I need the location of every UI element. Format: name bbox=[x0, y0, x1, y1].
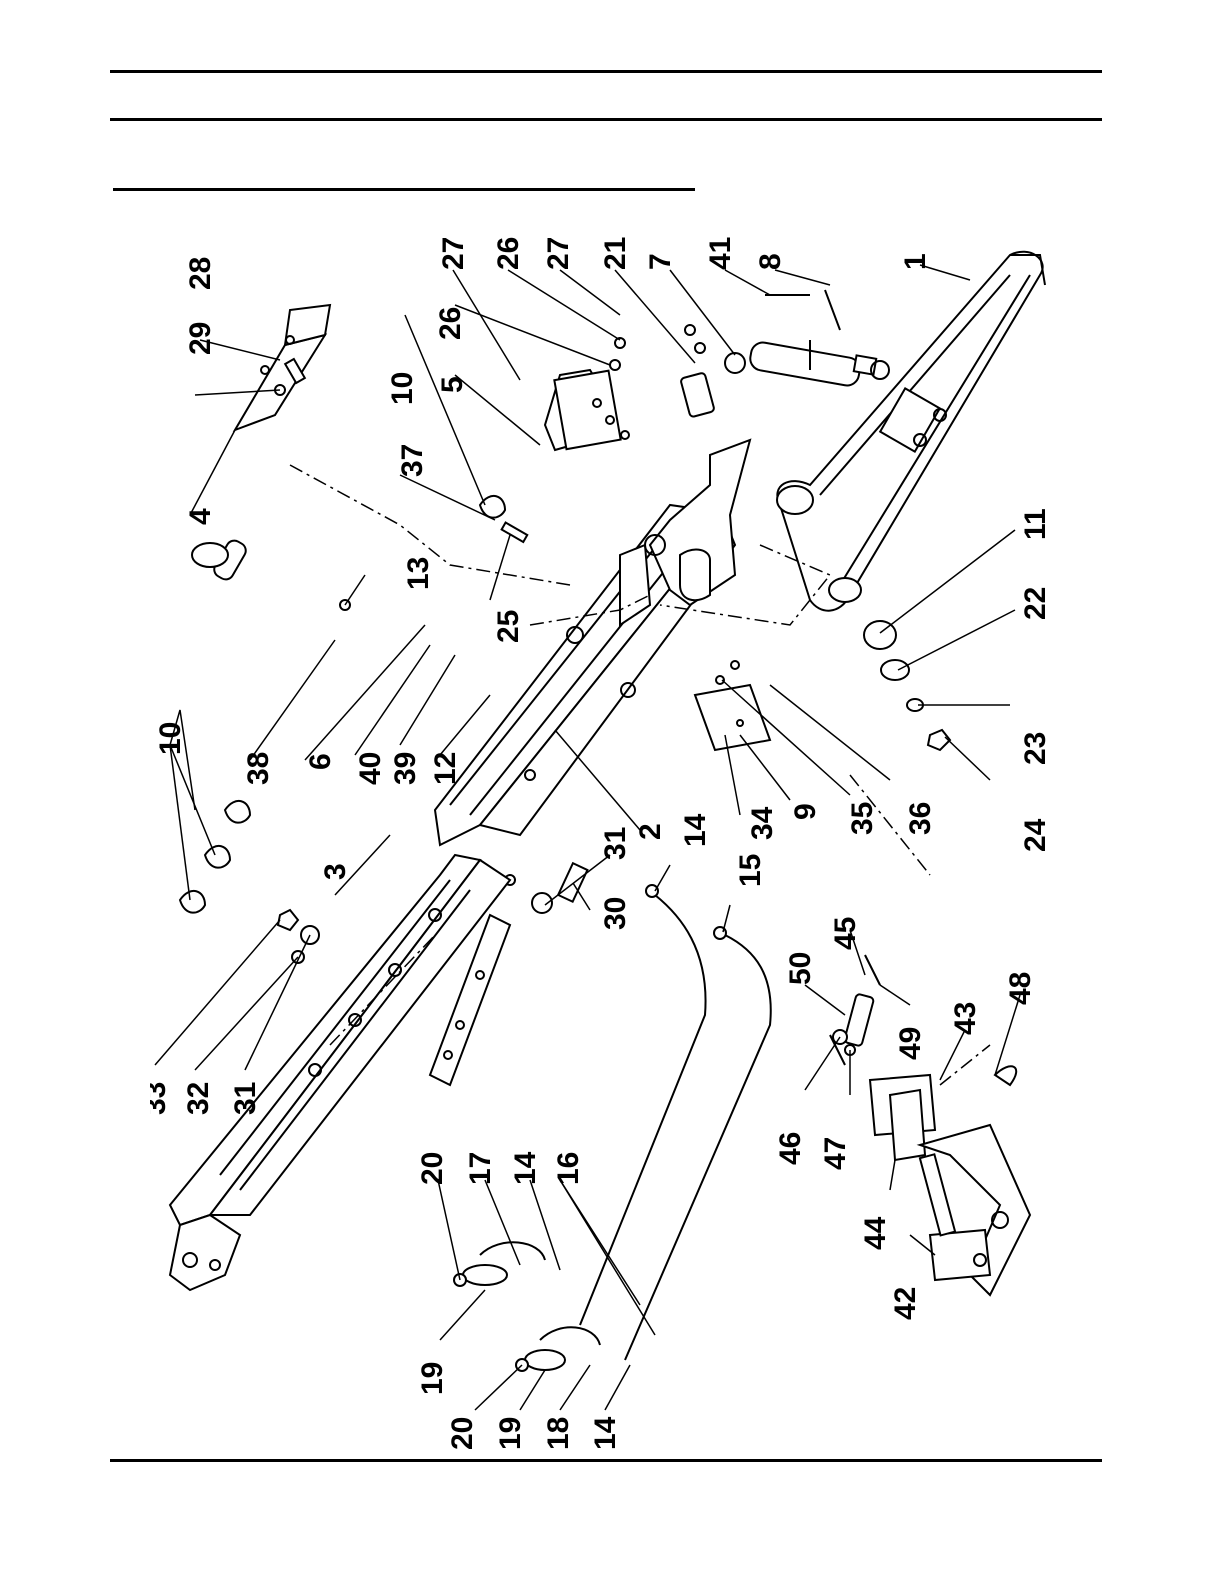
callout-10: 10 bbox=[154, 722, 187, 755]
callout-18: 18 bbox=[542, 1417, 575, 1450]
callout-9: 9 bbox=[789, 803, 822, 820]
callout-25: 25 bbox=[492, 610, 525, 643]
section-title-rule bbox=[113, 188, 695, 191]
callout-30: 30 bbox=[599, 897, 632, 930]
callout-47: 47 bbox=[819, 1137, 852, 1170]
callout-27: 27 bbox=[437, 237, 470, 270]
callout-31: 31 bbox=[229, 1082, 262, 1115]
callout-15: 15 bbox=[734, 854, 767, 887]
frame-bracket-part bbox=[870, 1075, 1030, 1295]
callout-11: 11 bbox=[1019, 508, 1052, 540]
callout-42: 42 bbox=[889, 1287, 922, 1320]
callout-26: 26 bbox=[492, 237, 525, 270]
callout-3: 3 bbox=[319, 863, 352, 880]
callout-20: 20 bbox=[416, 1152, 449, 1185]
callout-10: 10 bbox=[386, 372, 419, 405]
callout-35: 35 bbox=[846, 802, 879, 835]
callout-21: 21 bbox=[599, 237, 632, 270]
callout-24: 24 bbox=[1019, 818, 1052, 852]
pivot-hardware bbox=[864, 621, 950, 750]
callout-43: 43 bbox=[949, 1002, 982, 1035]
callout-12: 12 bbox=[429, 752, 462, 785]
callout-6: 6 bbox=[304, 753, 337, 770]
callout-38: 38 bbox=[242, 752, 275, 785]
callout-13: 13 bbox=[402, 557, 435, 590]
callout-44: 44 bbox=[859, 1216, 892, 1250]
callout-36: 36 bbox=[904, 802, 937, 835]
callout-33: 33 bbox=[150, 1082, 172, 1115]
callout-5: 5 bbox=[436, 376, 469, 393]
callout-37: 37 bbox=[396, 444, 429, 477]
callout-2: 2 bbox=[634, 823, 667, 840]
callout-22: 22 bbox=[1019, 587, 1052, 620]
callout-27: 27 bbox=[542, 237, 575, 270]
callout-34: 34 bbox=[746, 806, 779, 840]
callout-46: 46 bbox=[774, 1132, 807, 1165]
callout-20: 20 bbox=[446, 1417, 479, 1450]
lift-arm-part bbox=[777, 252, 1045, 611]
exploded-parts-diagram: 27 26 27 21 7 41 8 1 28 29 26 10 5 37 4 … bbox=[150, 215, 1070, 1450]
callout-41: 41 bbox=[704, 237, 737, 270]
callout-31: 31 bbox=[599, 827, 632, 860]
callout-50: 50 bbox=[784, 952, 817, 985]
callout-19: 19 bbox=[416, 1362, 449, 1395]
hydraulic-cylinder-part bbox=[725, 340, 889, 387]
callout-29: 29 bbox=[184, 322, 217, 355]
footer-rule bbox=[110, 1459, 1102, 1462]
callout-39: 39 bbox=[389, 752, 422, 785]
callout-8: 8 bbox=[754, 253, 787, 270]
quick-couplers bbox=[454, 1242, 600, 1371]
callout-40: 40 bbox=[354, 752, 387, 785]
callout-14: 14 bbox=[679, 813, 712, 847]
sensor-plate-part bbox=[695, 685, 770, 750]
callout-14: 14 bbox=[509, 1151, 542, 1185]
misc-pins bbox=[830, 955, 1016, 1085]
callout-26: 26 bbox=[434, 307, 467, 340]
callout-48: 48 bbox=[1004, 972, 1037, 1005]
callout-14: 14 bbox=[589, 1416, 622, 1450]
callout-16: 16 bbox=[552, 1152, 585, 1185]
callout-4: 4 bbox=[184, 508, 217, 525]
callout-32: 32 bbox=[182, 1082, 215, 1115]
callout-45: 45 bbox=[829, 917, 862, 950]
callout-49: 49 bbox=[894, 1027, 927, 1060]
callout-1: 1 bbox=[899, 253, 932, 270]
callout-28: 28 bbox=[184, 257, 217, 290]
callout-7: 7 bbox=[644, 253, 677, 270]
header-rule-bottom bbox=[110, 118, 1102, 121]
callout-17: 17 bbox=[464, 1152, 497, 1185]
hydraulic-hoses bbox=[580, 885, 771, 1360]
push-beam-part bbox=[170, 855, 510, 1290]
header-rule-top bbox=[110, 70, 1102, 73]
callout-23: 23 bbox=[1019, 732, 1052, 765]
callout-19: 19 bbox=[494, 1417, 527, 1450]
